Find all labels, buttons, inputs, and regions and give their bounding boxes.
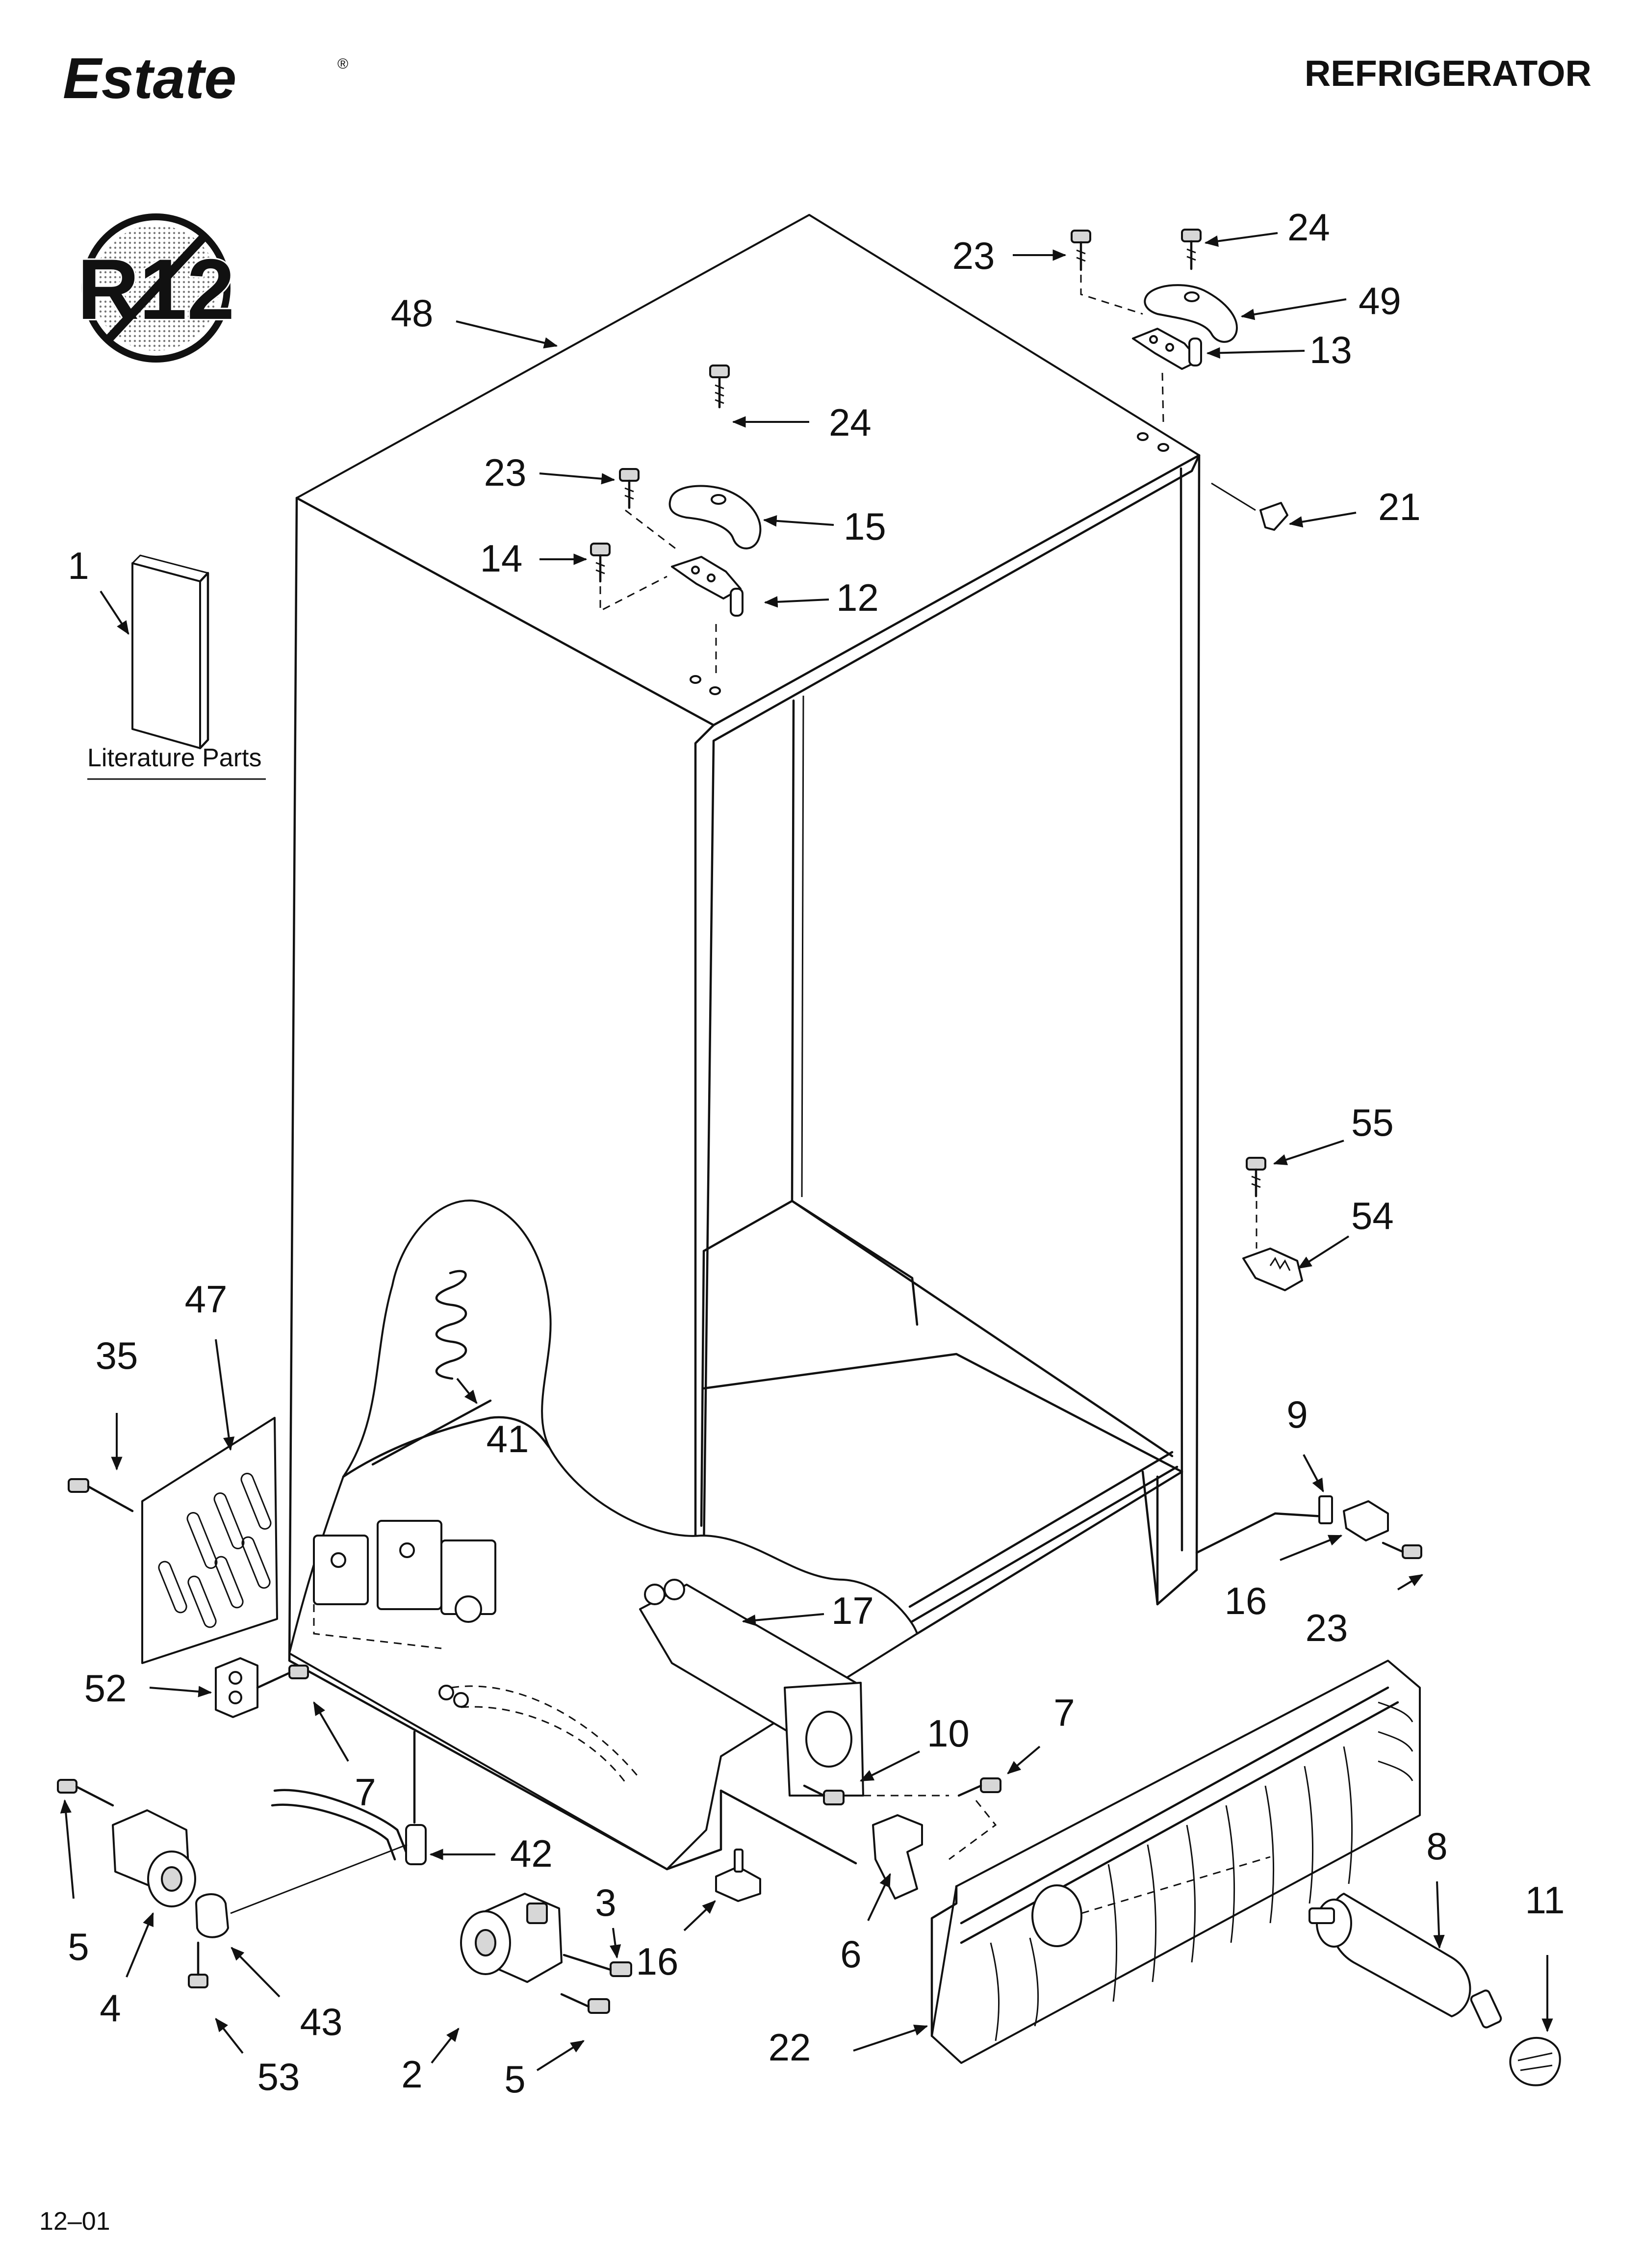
rear-access-panel-47 <box>141 1417 278 1664</box>
screw-part-10 <box>803 1784 845 1805</box>
callout-23-bottom-right: 23 <box>1306 1606 1348 1649</box>
water-filter-8 <box>1308 1893 1502 2029</box>
screw-part-55 <box>1246 1157 1266 1198</box>
callout-49: 49 <box>1359 279 1401 322</box>
callout-3: 3 <box>595 1881 616 1924</box>
refrigerator-cabinet <box>288 214 1333 1871</box>
screw-part-3 <box>563 1954 632 1977</box>
bracket-part-54 <box>1242 1201 1303 1291</box>
leveling-bracket-group <box>1318 1495 1422 1559</box>
callout-22: 22 <box>769 2026 811 2069</box>
callout-42: 42 <box>510 1832 553 1875</box>
callout-41: 41 <box>487 1417 529 1460</box>
clip-part-52 <box>215 1657 258 1718</box>
callout-5-bottom: 5 <box>504 2058 525 2101</box>
clamp-part-43 <box>195 1893 229 1938</box>
hinge-bracket-6 <box>872 1814 923 1900</box>
callout-35: 35 <box>96 1334 138 1377</box>
callout-24-top-right: 24 <box>1287 206 1330 249</box>
literature-booklet-part <box>131 554 209 750</box>
roller-assembly-2 <box>460 1893 563 1983</box>
registered-mark: ® <box>337 56 348 72</box>
callout-8: 8 <box>1426 1825 1447 1868</box>
callout-53: 53 <box>257 2055 300 2098</box>
callout-16-right: 16 <box>1225 1579 1267 1622</box>
left-top-hinge-group <box>590 365 762 695</box>
callout-17: 17 <box>831 1589 874 1632</box>
callout-24-left: 24 <box>829 401 872 444</box>
screw-part-53 <box>188 1941 208 1988</box>
screw-part-7-right <box>957 1777 1001 1797</box>
water-valve-housing-17 <box>639 1579 864 1797</box>
callout-5-left: 5 <box>68 1925 89 1968</box>
brand-logo: Estate <box>63 46 236 111</box>
callout-2: 2 <box>401 2053 422 2096</box>
product-title: REFRIGERATOR <box>1305 53 1591 94</box>
callout-7-right: 7 <box>1053 1691 1075 1734</box>
callout-52: 52 <box>84 1667 127 1710</box>
callout-23-left: 23 <box>484 451 527 494</box>
screw-part-5-left <box>57 1779 114 1807</box>
screw-part-7-left <box>256 1665 309 1689</box>
callout-23-top-right: 23 <box>952 234 995 277</box>
drain-coil-part <box>435 1270 467 1380</box>
callout-10: 10 <box>927 1712 970 1755</box>
callout-14: 14 <box>480 537 523 580</box>
roller-assembly-4 <box>112 1809 196 1907</box>
literature-parts-label: Literature Parts <box>87 744 262 772</box>
no-r12-refrigerant-icon: R12 <box>76 213 236 363</box>
callout-12: 12 <box>836 576 879 619</box>
compressor-relay-assembly <box>313 1520 639 1786</box>
right-top-hinge-group <box>1071 229 1238 452</box>
revision-code: 12–01 <box>39 2207 110 2236</box>
base-grille-22 <box>930 1660 1421 2064</box>
plug-part-21 <box>1259 502 1288 531</box>
bracket-part-16-lower <box>715 1849 761 1902</box>
callout-16-lower: 16 <box>636 1940 679 1983</box>
callout-13: 13 <box>1309 328 1352 371</box>
callout-55: 55 <box>1351 1101 1394 1144</box>
callout-47: 47 <box>185 1277 228 1321</box>
callout-6: 6 <box>840 1932 861 1976</box>
drain-tube-42 <box>271 1730 427 1865</box>
callout-48: 48 <box>391 291 434 335</box>
callout-15: 15 <box>844 505 886 548</box>
screw-part-5-bottom <box>560 1993 610 2014</box>
callout-9: 9 <box>1286 1393 1308 1436</box>
callout-11: 11 <box>1525 1878 1565 1922</box>
screw-part-35 <box>68 1478 134 1512</box>
callout-54: 54 <box>1351 1194 1394 1237</box>
callout-4: 4 <box>100 1986 121 2030</box>
callout-7-left: 7 <box>355 1771 376 1814</box>
filter-cap-11 <box>1509 2037 1561 2086</box>
callout-43: 43 <box>300 2000 343 2043</box>
callout-1: 1 <box>68 544 89 587</box>
callout-21: 21 <box>1378 485 1421 528</box>
